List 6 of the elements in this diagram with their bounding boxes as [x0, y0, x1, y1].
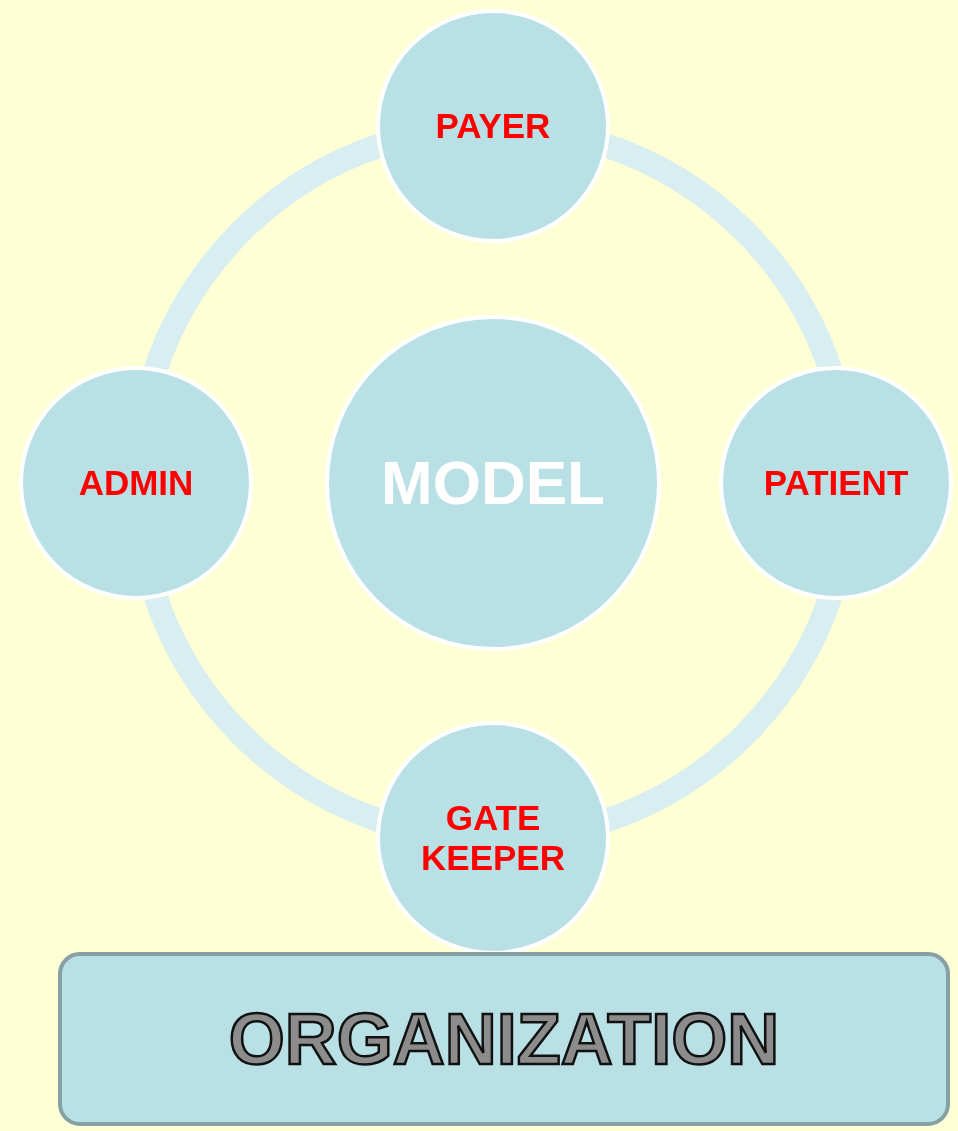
role-circle: PATIENT	[719, 366, 953, 600]
center-circle: MODEL	[325, 315, 661, 651]
role-circle: PAYER	[376, 9, 610, 243]
base-banner: ORGANIZATION	[58, 952, 950, 1126]
role-circle: ADMIN	[19, 366, 253, 600]
role-circle: GATE KEEPER	[376, 721, 610, 955]
